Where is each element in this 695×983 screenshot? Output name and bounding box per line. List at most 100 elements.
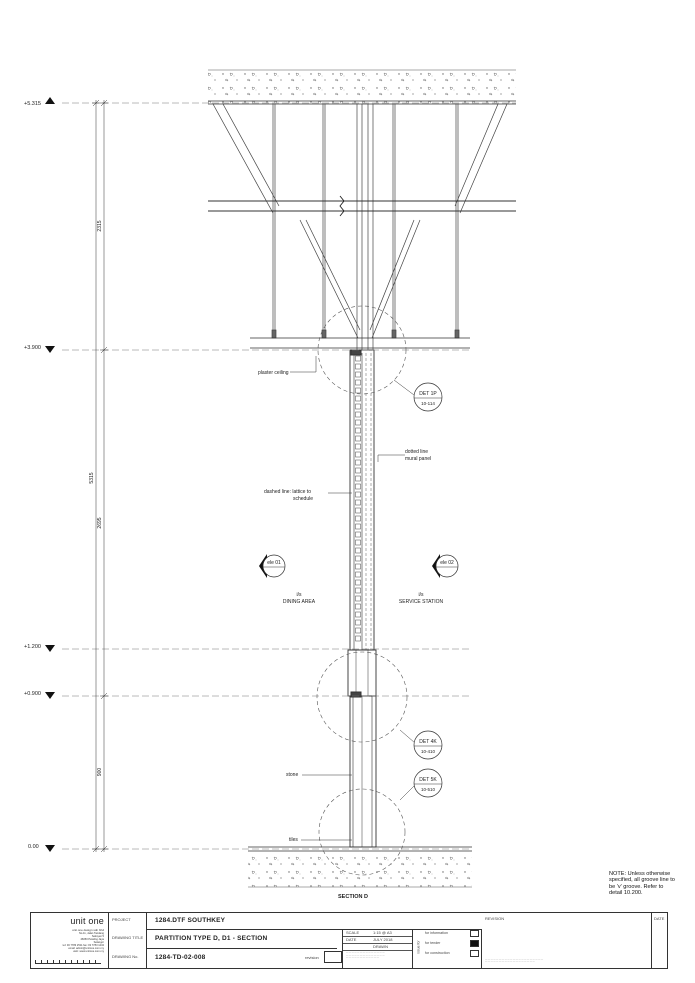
company-name: unit one <box>70 916 104 926</box>
lattice-square <box>355 411 361 418</box>
status-info-label: for information <box>425 931 448 935</box>
lattice-square <box>355 547 361 554</box>
lattice-square <box>355 619 361 626</box>
lattice-square <box>355 539 361 546</box>
lattice-square <box>355 579 361 586</box>
svg-text:schedule: schedule <box>293 496 313 502</box>
lattice-square <box>355 627 361 634</box>
callout-det-1p[interactable]: DET 1P 10-114 <box>393 379 443 412</box>
scale-bar <box>35 960 101 964</box>
lattice-square <box>355 595 361 602</box>
lattice-square <box>355 635 361 642</box>
svg-text:+0.900: +0.900 <box>24 691 41 697</box>
project-name: 1284.DTF SOUTHKEY <box>155 917 226 924</box>
level-marker-0000: 0.00 <box>28 844 55 852</box>
date-header: DATE <box>654 916 665 921</box>
company-line: 46050 Petaling Jaya <box>80 938 104 941</box>
status-row-tender[interactable]: for tender <box>425 940 481 948</box>
lattice-square <box>355 491 361 498</box>
revision-label: revision <box>305 955 319 960</box>
elevation-marker-ele-01[interactable]: ele 01 <box>259 554 286 578</box>
partition-wall <box>347 349 377 848</box>
dimension-lines <box>92 99 108 853</box>
svg-text:10-114: 10-114 <box>421 401 435 406</box>
company-line: Selangor <box>93 941 104 944</box>
elevation-marker-ele-02[interactable]: ele 02 <box>432 554 459 578</box>
drawing-no-label: DRAWING No. <box>112 954 139 959</box>
level-marker-1200: +1.200 <box>24 644 55 652</box>
status-info-checkbox[interactable] <box>470 930 479 937</box>
company-line: Seksyen 5 <box>91 935 104 938</box>
company-line: unit one design sdn bhd <box>72 928 104 932</box>
annotation-stone: stone <box>286 772 352 778</box>
drawn-label: DRAWN <box>373 944 388 949</box>
lattice-square <box>355 603 361 610</box>
status-row-construction[interactable]: for construction <box>425 950 481 958</box>
lattice-square <box>355 587 361 594</box>
svg-text:SERVICE STATION: SERVICE STATION <box>399 599 444 605</box>
company-line: email: admin@unitone.com.my <box>68 947 104 950</box>
status-tender-checkbox[interactable] <box>470 940 479 947</box>
lattice-square <box>355 419 361 426</box>
svg-text:+3.900: +3.900 <box>24 345 41 351</box>
svg-text:dotted line: dotted line <box>405 449 428 455</box>
svg-text:+1.200: +1.200 <box>24 644 41 650</box>
callout-det-5k[interactable]: DET 5K 10-510 <box>399 768 443 801</box>
top-slab <box>208 69 516 105</box>
svg-text:0.00: 0.00 <box>28 844 39 850</box>
lattice-square <box>355 531 361 538</box>
company-line: tel: 03 7783 2511 fax: 03 7783 1234 <box>62 944 104 947</box>
lattice-square <box>355 555 361 562</box>
lattice-square <box>355 563 361 570</box>
lattice-square <box>355 435 361 442</box>
svg-text:i/s: i/s <box>419 592 425 598</box>
drawing-number: 1284-TD-02-008 <box>155 954 206 961</box>
svg-text:+5.315: +5.315 <box>24 101 41 107</box>
lattice-square <box>355 395 361 402</box>
svg-text:ele 01: ele 01 <box>267 560 281 566</box>
lattice-square <box>355 475 361 482</box>
lattice-square <box>355 403 361 410</box>
svg-text:DINING AREA: DINING AREA <box>283 599 316 605</box>
revision-header: REVISION <box>485 916 505 921</box>
status-construction-checkbox[interactable] <box>470 950 479 957</box>
company-line: web: www.unitone.com.my <box>73 950 104 953</box>
lattice-square <box>355 387 361 394</box>
drawing-title: PARTITION TYPE D, D1 - SECTION <box>155 935 268 942</box>
note-line: NOTE: Unless otherwise <box>609 871 671 877</box>
section-title: SECTION D <box>338 894 368 900</box>
date-value: JULY 2018 <box>373 937 393 942</box>
status-construction-label: for construction <box>425 951 450 955</box>
note-line: detail 10.200. <box>609 890 643 897</box>
lattice-square <box>355 515 361 522</box>
svg-text:10-410: 10-410 <box>421 749 436 754</box>
dim-2695: 2695 <box>97 517 103 528</box>
lattice-square <box>355 507 361 514</box>
callout-det-4k[interactable]: DET 4K 10-410 <box>399 729 443 760</box>
svg-text:DET 1P: DET 1P <box>419 391 437 397</box>
lattice-square <box>355 611 361 618</box>
ceiling-framing <box>208 103 516 350</box>
project-label: PROJECT <box>112 917 131 922</box>
lattice-square <box>355 371 361 378</box>
level-marker-0900: +0.900 <box>24 691 55 699</box>
issue-label: issue for <box>416 940 421 954</box>
room-label-dining: i/s DINING AREA <box>283 592 316 605</box>
svg-text:stone: stone <box>286 772 298 778</box>
level-lines <box>62 102 516 850</box>
level-marker-3900: +3.900 <box>24 345 55 353</box>
note-line: be 'v' groove. Refer to <box>609 883 664 890</box>
status-row-info[interactable]: for information <box>425 930 481 938</box>
note-line: specified, all groove line to <box>609 877 675 884</box>
lattice-square <box>355 571 361 578</box>
lattice-square <box>355 523 361 530</box>
revision-box <box>324 951 342 963</box>
detail-circles <box>316 305 408 876</box>
lattice-square <box>355 499 361 506</box>
annotation-plaster-ceiling: plaster ceiling <box>258 356 317 376</box>
svg-text:plaster ceiling: plaster ceiling <box>258 370 289 376</box>
dim-2315: 2315 <box>97 220 103 231</box>
lattice-square <box>355 459 361 466</box>
lattice-square <box>355 483 361 490</box>
